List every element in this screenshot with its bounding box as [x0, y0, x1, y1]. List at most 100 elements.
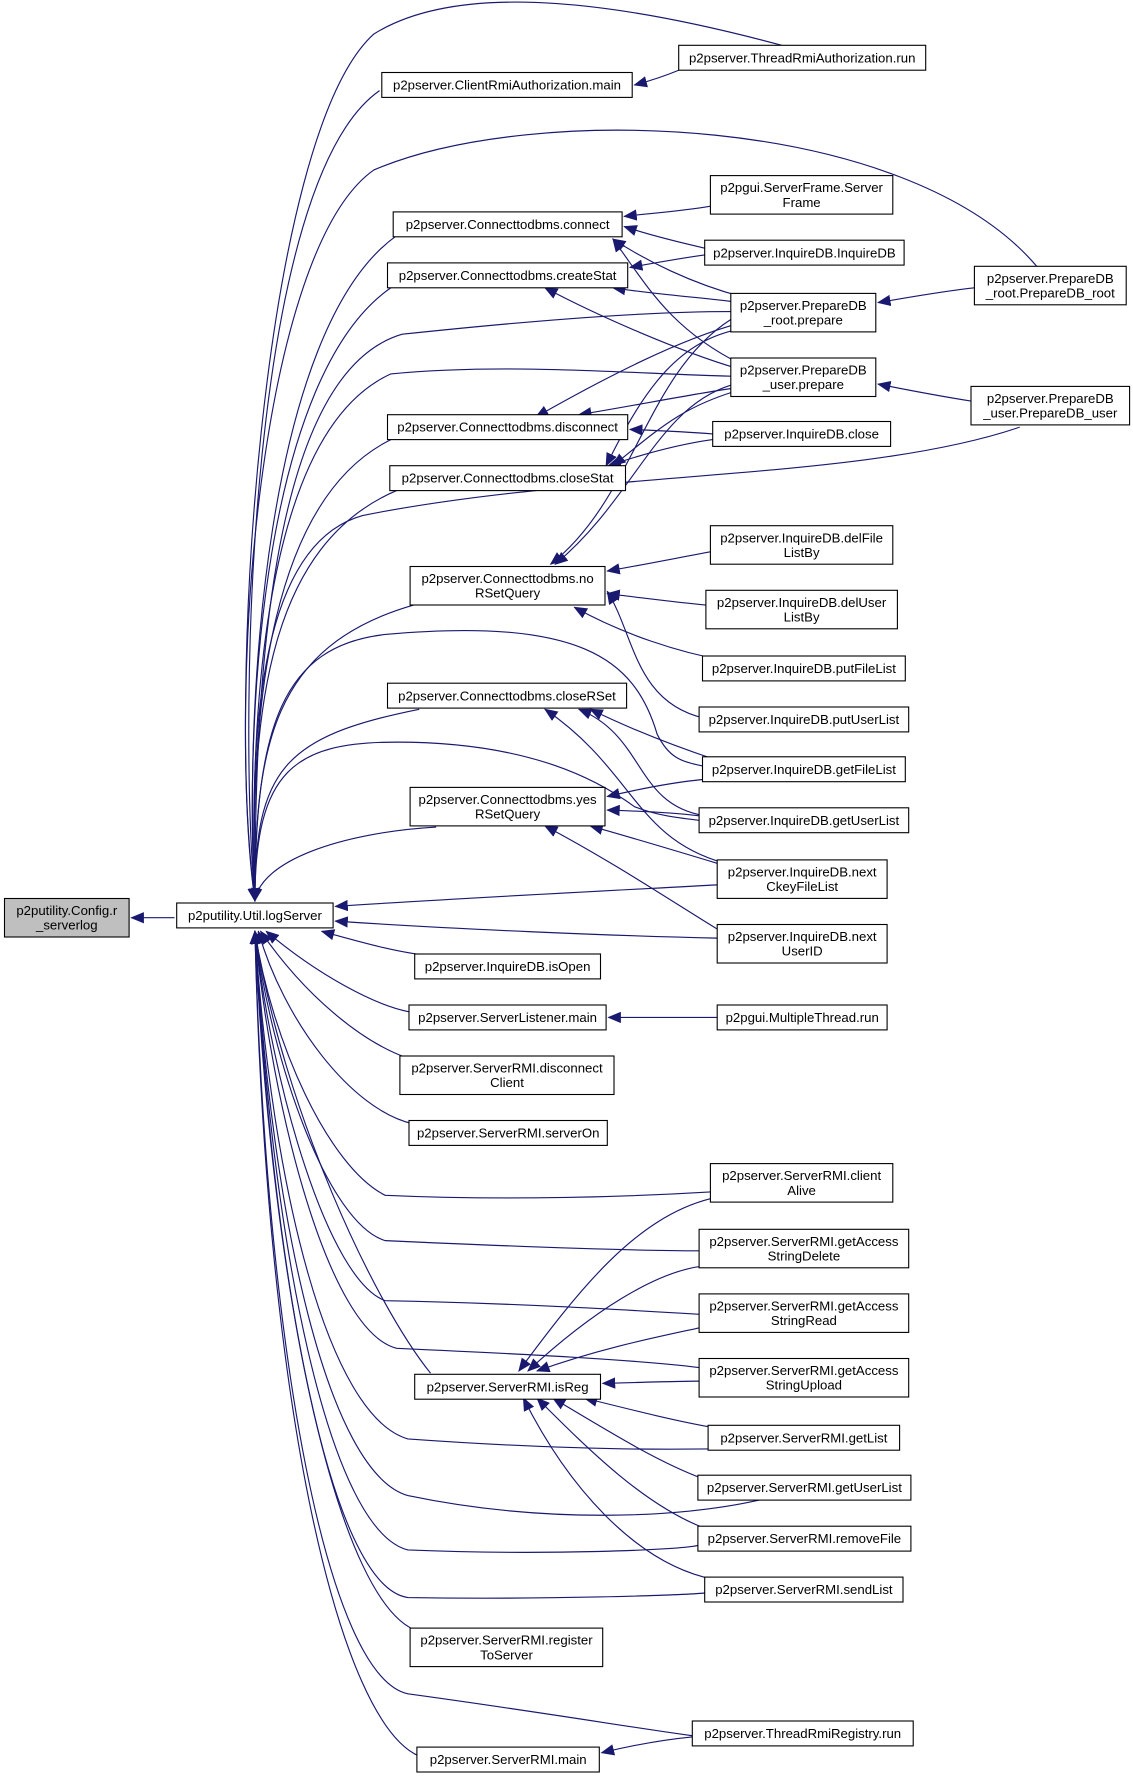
node-logServer[interactable]: p2putility.Util.logServer	[176, 902, 334, 929]
edge-gasUpload-calls-isReg	[601, 1377, 699, 1389]
edge-idb_close-calls-closeStat	[607, 440, 712, 468]
node-getList[interactable]: p2pserver.ServerRMI.getList	[707, 1424, 901, 1451]
node-srmi_main[interactable]: p2pserver.ServerRMI.main	[416, 1746, 600, 1773]
node-label: p2pserver.InquireDB.next	[728, 865, 877, 880]
node-label: StringDelete	[768, 1249, 841, 1264]
edge-line	[256, 930, 413, 1124]
node-cra_main[interactable]: p2pserver.ClientRmiAuthorization.main	[381, 71, 633, 98]
node-getUser[interactable]: p2pserver.InquireDB.getUserList	[698, 807, 910, 834]
edge-line	[249, 91, 380, 902]
node-isOpen[interactable]: p2pserver.InquireDB.isOpen	[414, 953, 602, 980]
edge-srmi_getUser-calls-logServer	[249, 930, 759, 1515]
node-pdr_prepare[interactable]: p2pserver.PrepareDB_root.prepare	[730, 292, 877, 333]
node-label: _root.prepare	[763, 313, 843, 328]
node-label: p2pserver.ServerRMI.main	[430, 1752, 587, 1767]
node-getFile[interactable]: p2pserver.InquireDB.getFileList	[701, 756, 906, 783]
edge-line	[251, 930, 431, 1373]
edge-line	[623, 225, 704, 249]
node-box	[716, 923, 888, 964]
node-label: ListBy	[784, 610, 820, 625]
edge-line	[248, 369, 731, 902]
node-sendList[interactable]: p2pserver.ServerRMI.sendList	[704, 1576, 904, 1603]
node-label: p2pserver.PrepareDB	[987, 271, 1114, 286]
node-gasUpload[interactable]: p2pserver.ServerRMI.getAccessStringUploa…	[698, 1357, 910, 1398]
node-box	[707, 1424, 901, 1451]
node-connect[interactable]: p2pserver.Connecttodbms.connect	[392, 211, 623, 238]
node-box	[701, 756, 906, 783]
node-label: StringUpload	[766, 1378, 842, 1393]
edge-line	[589, 823, 717, 863]
edge-line	[628, 424, 713, 436]
node-tra_run[interactable]: p2pserver.ThreadRmiAuthorization.run	[678, 44, 927, 71]
edge-delUser-calls-noRSetQuery	[606, 589, 706, 605]
node-createStat[interactable]: p2pserver.Connecttodbms.createStat	[386, 262, 629, 289]
edge-clientAlive-calls-logServer	[251, 930, 710, 1198]
node-disconnect[interactable]: p2pserver.Connecttodbms.disconnect	[386, 414, 629, 441]
node-label: p2pserver.InquireDB.next	[728, 929, 877, 944]
edge-line	[334, 916, 717, 938]
node-box	[970, 385, 1131, 426]
node-box	[3, 897, 130, 938]
edge-closeStat-calls-logServer	[248, 491, 396, 902]
call-edges	[130, 2, 1036, 1756]
node-isReg[interactable]: p2pserver.ServerRMI.isReg	[414, 1373, 602, 1400]
node-pdr_ctor[interactable]: p2pserver.PrepareDB_root.PrepareDB_root	[973, 265, 1127, 306]
node-removeFile[interactable]: p2pserver.ServerRMI.removeFile	[697, 1525, 912, 1552]
node-box	[709, 175, 894, 215]
node-closeStat[interactable]: p2pserver.Connecttodbms.closeStat	[389, 465, 627, 492]
node-sf_frame[interactable]: p2pgui.ServerFrame.ServerFrame	[709, 175, 894, 215]
node-root[interactable]: p2putility.Config.r_serverlog	[3, 897, 130, 938]
node-putFile[interactable]: p2pserver.InquireDB.putFileList	[701, 655, 906, 682]
node-box	[691, 1720, 914, 1747]
node-label: Client	[490, 1075, 524, 1090]
node-label: p2pserver.ServerRMI.removeFile	[708, 1531, 901, 1546]
edge-sl_main-calls-logServer	[265, 930, 409, 1011]
node-box	[414, 1373, 602, 1400]
node-putUser[interactable]: p2pserver.InquireDB.putUserList	[698, 706, 910, 733]
node-srmi_getUser[interactable]: p2pserver.ServerRMI.getUserList	[697, 1474, 912, 1501]
edge-line	[549, 320, 731, 565]
node-idb_ctor[interactable]: p2pserver.InquireDB.InquireDB	[704, 239, 905, 266]
node-label: StringRead	[771, 1313, 837, 1328]
node-mt_run[interactable]: p2pgui.MultipleThread.run	[716, 1004, 888, 1031]
edge-sendList-calls-logServer	[249, 930, 705, 1598]
node-idb_close[interactable]: p2pserver.InquireDB.close	[712, 420, 892, 447]
node-closeRSet[interactable]: p2pserver.Connecttodbms.closeRSet	[386, 682, 628, 709]
node-label: p2pserver.ServerRMI.serverOn	[417, 1126, 600, 1141]
edge-srmi_getUser-calls-isReg	[551, 1397, 703, 1478]
edge-getFile-calls-yesRSetQuery	[606, 780, 702, 800]
node-label: UserID	[782, 944, 823, 959]
node-trr_run[interactable]: p2pserver.ThreadRmiRegistry.run	[691, 1720, 914, 1747]
node-gasDelete[interactable]: p2pserver.ServerRMI.getAccessStringDelet…	[698, 1228, 910, 1269]
edge-line	[606, 590, 704, 718]
node-pdu_prepare[interactable]: p2pserver.PrepareDB_user.prepare	[730, 357, 877, 398]
node-label: p2pserver.ServerRMI.disconnect	[411, 1061, 603, 1076]
edge-line	[606, 780, 702, 800]
edge-line	[249, 930, 705, 1598]
edge-line	[250, 930, 699, 1314]
node-label: p2pserver.Connecttodbms.yes	[419, 792, 598, 807]
edge-gasDelete-calls-logServer	[250, 930, 699, 1251]
node-label: p2pserver.Connecttodbms.no	[421, 571, 593, 586]
edge-line	[527, 1266, 708, 1372]
edge-pdu_prepare-calls-noRSetQuery	[554, 385, 731, 565]
node-label: p2pserver.PrepareDB	[987, 391, 1114, 406]
node-serverOn[interactable]: p2pserver.ServerRMI.serverOn	[408, 1119, 608, 1146]
node-label: p2pserver.ServerRMI.client	[722, 1168, 881, 1183]
node-sl_main[interactable]: p2pserver.ServerListener.main	[408, 1004, 607, 1031]
edge-pdu_prepare-calls-logServer	[248, 369, 731, 902]
node-pdu_ctor[interactable]: p2pserver.PrepareDB_user.PrepareDB_user	[970, 385, 1131, 426]
node-label: p2pserver.Connecttodbms.closeRSet	[398, 688, 616, 703]
edge-pdr_prepare-calls-createStat	[611, 284, 731, 302]
node-label: p2pserver.InquireDB.close	[724, 427, 879, 442]
